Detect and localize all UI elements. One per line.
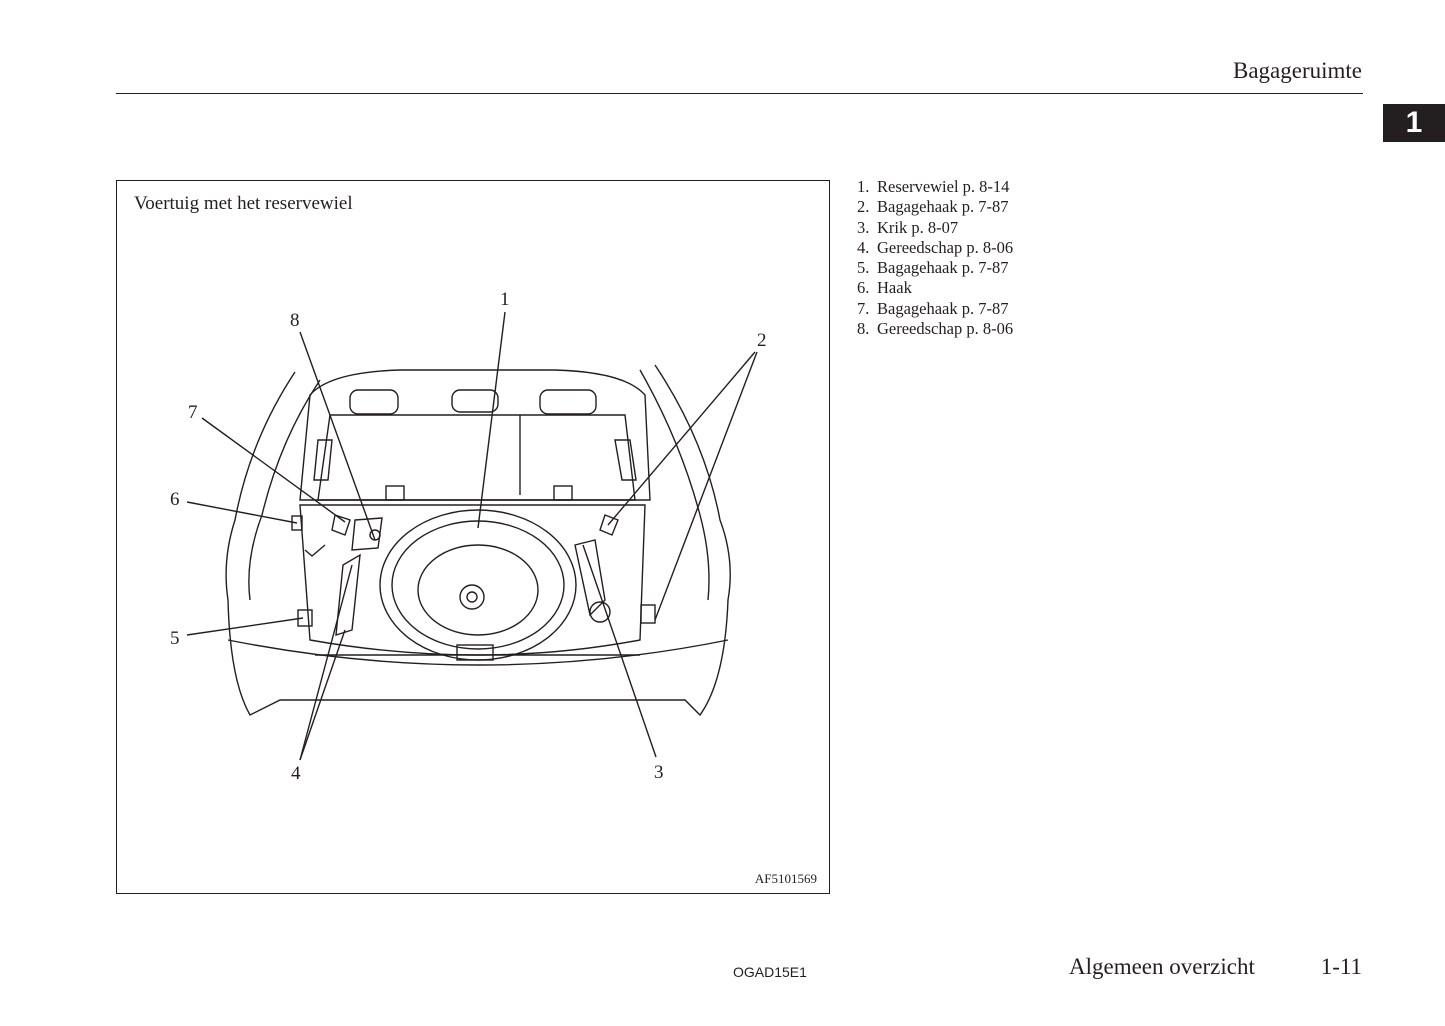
legend-item: 2. Bagagehaak p. 7-87 bbox=[857, 197, 1013, 217]
header-divider bbox=[116, 93, 1363, 94]
legend-text: Gereedschap p. 8-06 bbox=[877, 319, 1014, 339]
header-title: Bagageruimte bbox=[1232, 58, 1362, 83]
legend-number: 4. bbox=[857, 237, 870, 257]
figure-code: AF5101569 bbox=[754, 871, 817, 886]
legend-number: 8. bbox=[857, 319, 870, 339]
legend-item: 1. Reservewiel p. 8-14 bbox=[857, 177, 1013, 197]
figure-frame: Voertuig met het reservewiel AF5101569 bbox=[116, 180, 830, 894]
legend-item: 5. Bagagehaak p. 7-87 bbox=[857, 258, 1013, 278]
legend-item: 6. Haak bbox=[857, 278, 1013, 298]
legend-item: 8. Gereedschap p. 8-06 bbox=[857, 319, 1013, 339]
legend-text: Bagagehaak p. 7-87 bbox=[877, 258, 1009, 278]
legend-text: Reservewiel p. 8-14 bbox=[877, 177, 1010, 196]
legend-list: 1. Reservewiel p. 8-14 2. Bagagehaak p. 7-… bbox=[857, 177, 1013, 339]
legend-text: Krik p. 8-07 bbox=[877, 217, 959, 237]
legend-text: Gereedschap p. 8-06 bbox=[877, 237, 1014, 257]
legend-text: Bagagehaak p. 7-87 bbox=[877, 197, 1009, 217]
legend-text: Haak bbox=[877, 278, 912, 298]
footer-section-title: Algemeen overzicht bbox=[1069, 954, 1255, 979]
legend-number: 6. bbox=[857, 278, 870, 298]
legend-text: Bagagehaak p. 7-87 bbox=[877, 298, 1009, 318]
legend-number: 7. bbox=[857, 298, 870, 318]
document-code: OGAD15E1 bbox=[733, 964, 807, 980]
legend-number: 1. bbox=[857, 177, 870, 196]
legend-item: 7. Bagagehaak p. 7-87 bbox=[857, 299, 1013, 319]
legend-item: 3. Krik p. 8-07 bbox=[857, 218, 1013, 238]
page-number: 1-11 bbox=[1320, 954, 1362, 979]
legend-number: 2. bbox=[857, 197, 870, 217]
legend-item: 4. Gereedschap p. 8-06 bbox=[857, 238, 1013, 258]
figure-caption: Voertuig met het reservewiel bbox=[134, 193, 353, 214]
chapter-tab: 1 bbox=[1383, 104, 1445, 142]
legend-number: 5. bbox=[857, 258, 870, 278]
legend-number: 3. bbox=[857, 217, 870, 237]
